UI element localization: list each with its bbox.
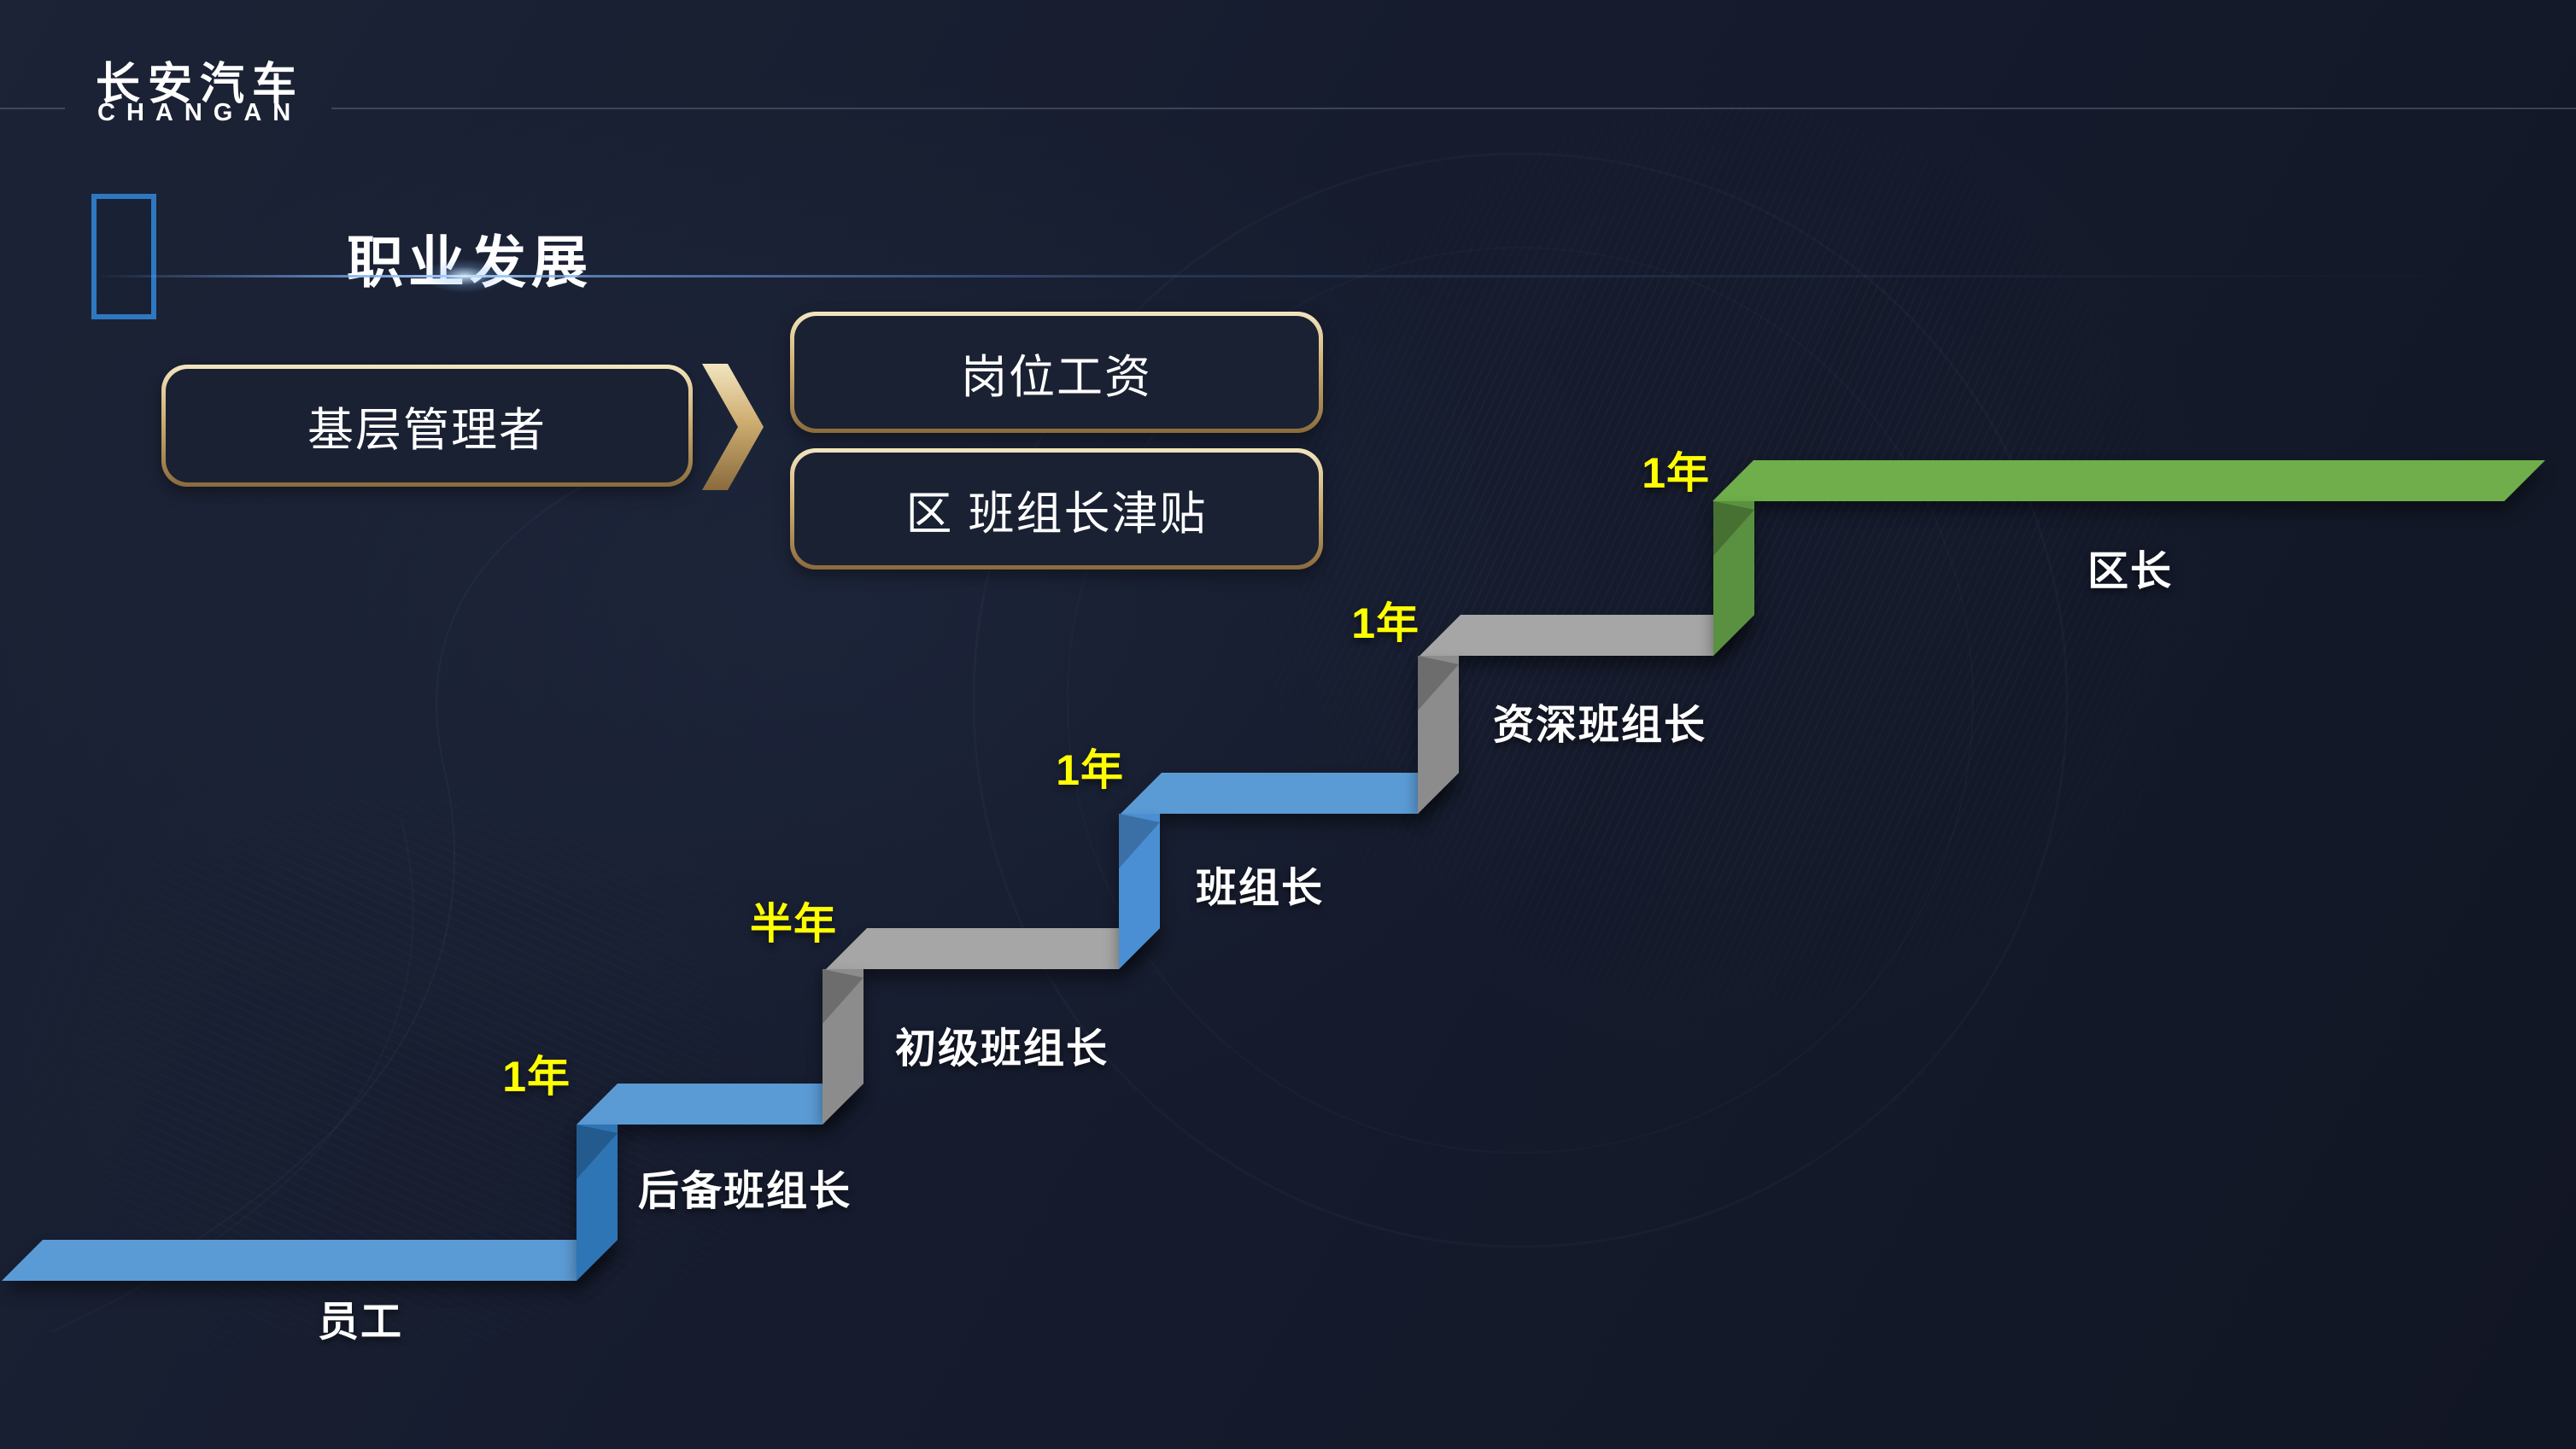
step-riser-fold	[1713, 501, 1754, 556]
header-rule-left	[0, 108, 65, 109]
benefit-box-salary: 岗位工资	[790, 312, 1323, 433]
benefit-box-salary-label: 岗位工资	[794, 316, 1319, 429]
benefit-box-allowance: 区 班组长津贴	[790, 448, 1323, 570]
step-name-label: 班组长	[1195, 866, 1325, 911]
step-tread	[2, 1240, 618, 1281]
header-rule-right	[331, 108, 2576, 109]
benefit-box-allowance-label: 区 班组长津贴	[794, 453, 1319, 565]
step-tread	[1712, 460, 2545, 501]
step-riser-fold	[577, 1125, 618, 1179]
step-name-label: 后备班组长	[637, 1169, 852, 1214]
changan-logo-cn: 长安汽车	[96, 60, 305, 109]
step-duration-label: 1年	[1351, 599, 1420, 647]
step-duration-label: 半年	[750, 900, 837, 948]
title-marker-box	[91, 194, 156, 319]
step-tread	[1420, 615, 1754, 656]
step-tread	[1121, 773, 1459, 814]
step-riser-fold	[823, 969, 864, 1024]
step-name-label: 资深班组长	[1492, 703, 1707, 748]
changan-logo-en: CHANGAN	[97, 99, 302, 126]
source-role-label: 基层管理者	[166, 369, 688, 482]
step-tread	[577, 1084, 864, 1125]
step-tread	[826, 928, 1160, 969]
step-duration-label: 1年	[1642, 449, 1710, 497]
step-riser-fold	[1119, 814, 1160, 868]
step-name-label: 初级班组长	[894, 1026, 1109, 1072]
step-riser-fold	[1418, 656, 1459, 710]
title-divider-line	[94, 275, 2468, 278]
step-duration-label: 1年	[1056, 746, 1124, 794]
chevron-right-icon	[702, 364, 764, 490]
step-name-label: 区长	[2087, 549, 2174, 594]
source-role-box: 基层管理者	[161, 365, 693, 487]
step-duration-label: 1年	[502, 1053, 571, 1101]
step-name-label: 员工	[317, 1300, 404, 1345]
title-divider-flare	[422, 259, 507, 293]
